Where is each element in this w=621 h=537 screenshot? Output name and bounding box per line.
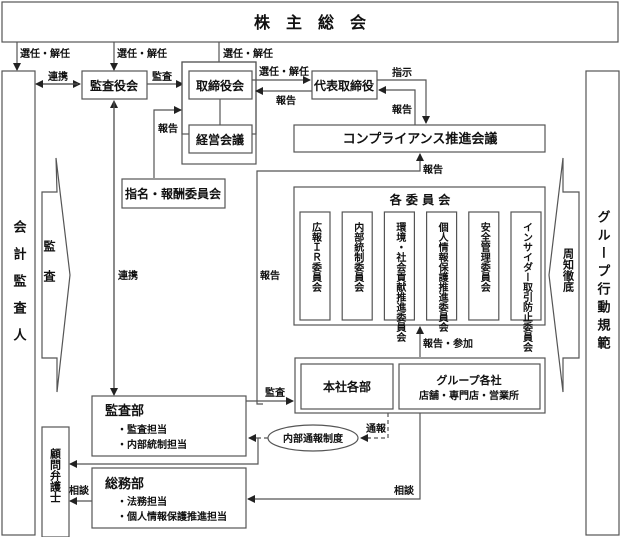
general-affairs-item-1: ・法務担当 [117, 495, 167, 508]
auditor-board-box: 監査役会 [81, 70, 148, 100]
label-whistleblow: 通報 [366, 422, 387, 435]
committees-group: 各 委 員 会 [293, 186, 546, 326]
committee-label: 広報ＩＲ委員会 [310, 221, 323, 293]
management-meeting-box: 経営会議 [188, 124, 253, 154]
hq-departments-box: 本社各部 [300, 363, 394, 410]
internal-whistleblowing-oval: 内部通報制度 [267, 424, 359, 452]
label-select-dismiss-2: 選任・解任 [117, 47, 167, 60]
code-of-conduct-label: グループ行動規範 [595, 209, 612, 354]
representative-director-box: 代表取締役 [311, 70, 378, 100]
label-report-2: 報告 [392, 103, 412, 116]
board-of-directors-box: 取締役会 [188, 70, 253, 100]
label-report-5: 報告 [423, 163, 443, 176]
general-affairs-label: 総務部 [105, 476, 144, 492]
compliance-meeting-box: コンプライアンス推進会議 [293, 124, 546, 153]
auditor-board-label: 監査役会 [90, 78, 139, 93]
shareholders-meeting-box: 株 主 総 会 [1, 1, 619, 43]
arrow-instruction [377, 79, 430, 124]
audit-chevron-label: 監査 [42, 239, 56, 300]
label-audit-1: 監査 [152, 70, 173, 83]
committees-title: 各 委 員 会 [389, 192, 452, 207]
arrow-report-compliance [256, 153, 424, 405]
arrow-consult-general [247, 413, 421, 503]
label-report-1: 報告 [276, 94, 296, 107]
audit-dept-item-2: ・内部統制担当 [117, 438, 187, 451]
code-of-conduct-box: グループ行動規範 [585, 70, 620, 536]
label-consult-2: 相談 [394, 484, 415, 497]
label-consult-1: 相談 [69, 484, 90, 497]
committee-label: 内部統制委員会 [352, 221, 365, 293]
board-of-directors-label: 取締役会 [196, 78, 245, 93]
label-select-dismiss-1: 選任・解任 [20, 47, 70, 60]
label-instruction: 指示 [392, 66, 412, 79]
committee-label: インサイダー取引防止委員会 [521, 222, 534, 353]
label-select-dismiss-3: 選任・解任 [223, 47, 273, 60]
label-select-dismiss-4: 選任・解任 [259, 65, 309, 78]
committee-box: 安全管理委員会 [468, 211, 500, 321]
committee-box: 広報ＩＲ委員会 [299, 211, 331, 321]
audit-department-label: 監査部 [105, 403, 144, 419]
group-companies-box: グループ各社 店舗・専門店・営業所 [398, 363, 541, 410]
committee-label: 環境・社会貢献推進委員会 [394, 222, 407, 343]
committee-label: 安全管理委員会 [478, 221, 491, 293]
label-audit-2: 監査 [265, 386, 286, 399]
hq-departments-label: 本社各部 [323, 379, 371, 394]
general-affairs-item-2: ・個人情報保護推進担当 [117, 510, 227, 523]
general-affairs-box: 総務部 ・法務担当 ・個人情報保護推進担当 [91, 467, 247, 529]
committee-box: 個人情報保護推進委員会 [426, 211, 458, 333]
representative-director-label: 代表取締役 [313, 78, 374, 93]
arrow-report-nomination [153, 106, 182, 178]
audit-department-box: 監査部 ・監査担当 ・内部統制担当 [91, 395, 247, 457]
board-group-outline [181, 61, 257, 165]
committee-box: 環境・社会貢献推進委員会 [383, 211, 415, 343]
awareness-chevron-arrow: 周知徹底 [548, 157, 580, 393]
legal-advisor-label: 顧問弁護士 [49, 447, 62, 503]
compliance-meeting-label: コンプライアンス推進会議 [343, 131, 498, 147]
group-sites-label: 店舗・専門店・営業所 [419, 389, 519, 402]
accounting-auditor-label: 会計監査人 [11, 219, 28, 355]
committee-box: インサイダー取引防止委員会 [510, 211, 542, 353]
accounting-auditor-box: 会計監査人 [1, 70, 36, 536]
committee-box: 内部統制委員会 [341, 211, 373, 321]
nomination-committee-label: 指名・報酬委員会 [125, 186, 222, 201]
legal-advisor-box: 顧問弁護士 [41, 426, 70, 537]
arrow-report-representative [378, 86, 416, 125]
nomination-committee-box: 指名・報酬委員会 [121, 178, 226, 209]
awareness-chevron-label: 周知徹底 [562, 248, 576, 293]
label-report-4: 報告 [260, 269, 280, 282]
audit-dept-item-1: ・監査担当 [117, 423, 167, 436]
label-cooperation-1: 連携 [48, 70, 68, 83]
whistleblow-dashed-line [368, 413, 389, 439]
committee-label: 個人情報保護推進委員会 [436, 221, 449, 333]
label-cooperation-2: 連携 [118, 269, 138, 282]
label-report-participate: 報告・参加 [423, 337, 473, 350]
arrow-whistle-legal [69, 438, 259, 468]
label-report-3: 報告 [158, 122, 178, 135]
audit-chevron-arrow: 監査 [41, 157, 71, 393]
shareholders-meeting-title: 株 主 総 会 [254, 13, 366, 32]
group-companies-label: グループ各社 [436, 373, 501, 387]
management-meeting-label: 経営会議 [196, 132, 244, 147]
internal-whistleblowing-label: 内部通報制度 [283, 432, 344, 445]
